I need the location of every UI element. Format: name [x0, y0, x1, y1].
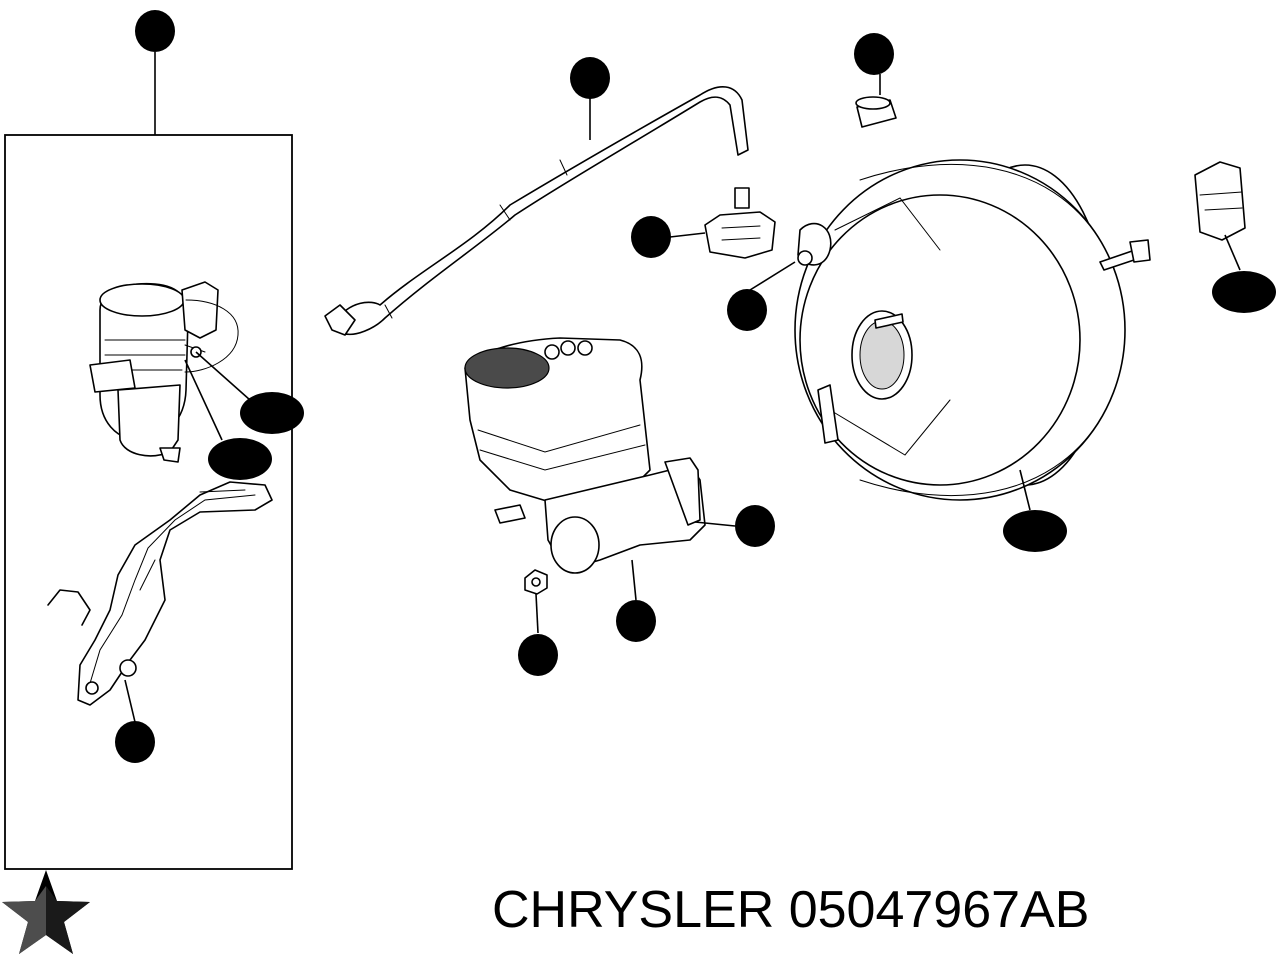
electrical-connector-drawing: [1194, 161, 1246, 241]
callout-6: 6: [854, 33, 894, 75]
callout-label: 12: [257, 398, 287, 428]
assembly-group-box: [4, 134, 293, 870]
callout-1: 1: [135, 10, 175, 52]
callout-9: 9: [518, 634, 558, 676]
nut-drawing: [524, 569, 548, 595]
callout-13: 13: [208, 438, 272, 480]
callout-3: 3: [570, 57, 610, 99]
callout-label: 4: [643, 222, 658, 252]
callout-label: 11: [1230, 277, 1258, 307]
vacuum-hose-drawing: [324, 86, 749, 336]
part-caption: CHRYSLER 05047967AB: [492, 880, 1089, 940]
brand-name: CHRYSLER: [492, 881, 775, 939]
brake-booster-drawing: [794, 159, 1151, 501]
callout-label: 6: [866, 39, 881, 69]
callout-label: 9: [530, 640, 545, 670]
callout-12: 12: [240, 392, 304, 434]
callout-2: 2: [115, 721, 155, 763]
callout-11: 11: [1212, 271, 1276, 313]
callout-4: 4: [631, 216, 671, 258]
callout-label: 13: [225, 444, 255, 474]
vacuum-pump-drawing: [89, 281, 239, 463]
callout-label: 8: [747, 511, 762, 541]
leader-lines: [124, 52, 1241, 723]
callout-label: 10: [1020, 516, 1050, 546]
master-cylinder-drawing: [464, 337, 706, 574]
grommet-drawing: [855, 96, 897, 128]
callout-label: 3: [582, 63, 597, 93]
pentastar-logo-icon: [2, 870, 90, 954]
part-number: 05047967AB: [788, 881, 1090, 939]
vacuum-sensor-drawing: [704, 187, 776, 259]
pump-bracket-drawing: [47, 481, 273, 706]
callout-label: 5: [739, 295, 754, 325]
callout-label: 1: [147, 16, 162, 46]
callout-label: 7: [628, 606, 643, 636]
callout-label: 2: [127, 727, 142, 757]
callout-10: 10: [1003, 510, 1067, 552]
callout-5: 5: [727, 289, 767, 331]
callout-8: 8: [735, 505, 775, 547]
callout-7: 7: [616, 600, 656, 642]
